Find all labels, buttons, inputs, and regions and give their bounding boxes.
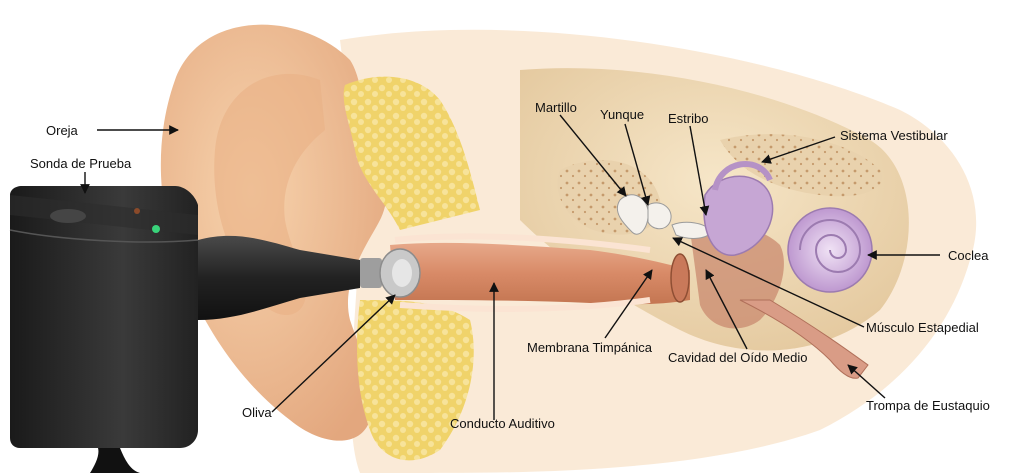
led-indicator (152, 225, 160, 233)
label-yunque: Yunque (600, 107, 644, 122)
tympanic-membrane (671, 254, 689, 302)
label-estribo: Estribo (668, 111, 708, 126)
label-coclea: Coclea (948, 248, 988, 263)
label-oliva: Oliva (242, 405, 272, 420)
label-membrana-timpanica: Membrana Timpánica (527, 340, 652, 355)
label-martillo: Martillo (535, 100, 577, 115)
label-trompa-de-eustaquio: Trompa de Eustaquio (866, 398, 990, 413)
label-conducto-auditivo: Conducto Auditivo (450, 416, 555, 431)
label-cavidad-oido-medio: Cavidad del Oído Medio (668, 350, 807, 365)
label-oreja: Oreja (46, 123, 78, 138)
label-musculo-estapedial: Músculo Estapedial (866, 320, 979, 335)
label-sonda-de-prueba: Sonda de Prueba (30, 156, 131, 171)
cochlea (788, 208, 872, 292)
label-sistema-vestibular: Sistema Vestibular (840, 128, 948, 143)
